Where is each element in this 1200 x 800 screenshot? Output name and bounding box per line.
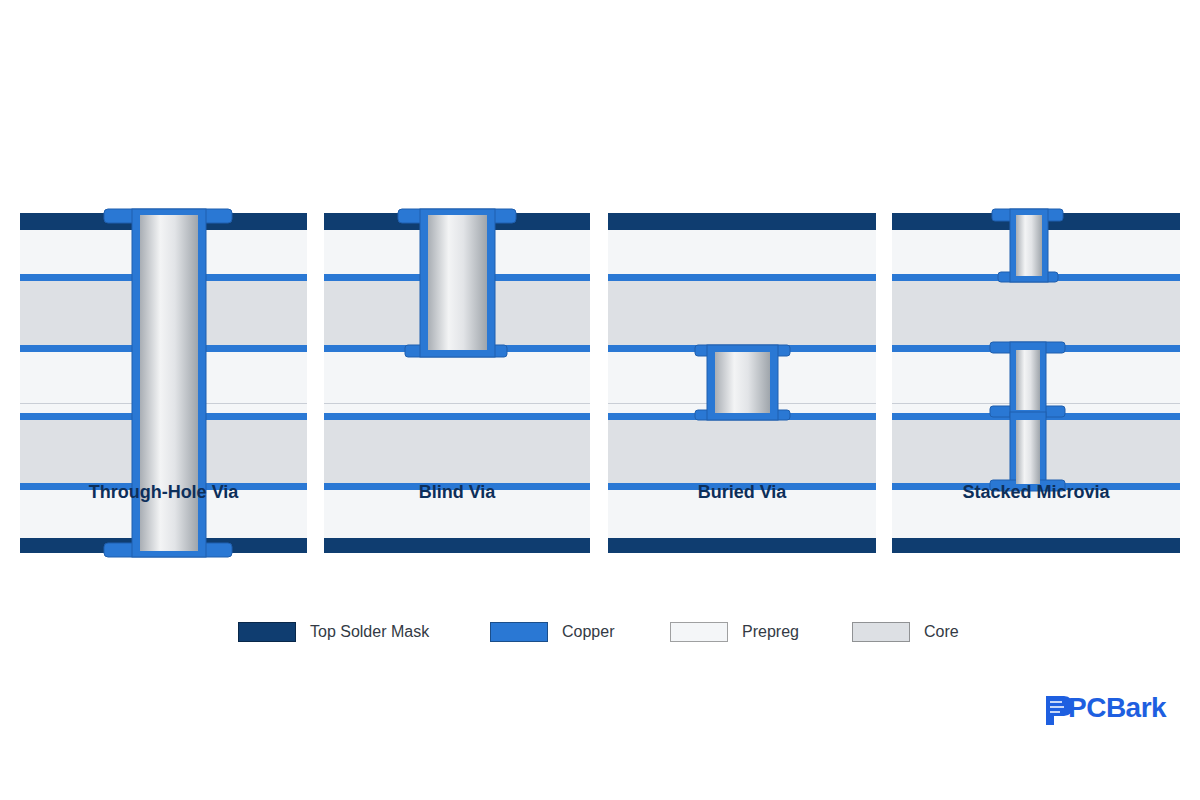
legend-swatch (238, 622, 296, 642)
via-panel: Buried Via (608, 213, 876, 553)
legend-swatch (670, 622, 728, 642)
via-panel: Blind Via (324, 213, 590, 553)
via-panel: Stacked Microvia (892, 213, 1180, 553)
legend-label: Prepreg (742, 623, 799, 641)
legend-swatch (852, 622, 910, 642)
legend-entry: Copper (490, 622, 614, 642)
legend-entry: Prepreg (670, 622, 799, 642)
panel-title: Buried Via (588, 482, 896, 503)
buried-via (695, 345, 790, 420)
via-panel: Through-Hole Via (20, 213, 307, 553)
legend-label: Top Solder Mask (310, 623, 429, 641)
legend-label: Core (924, 623, 959, 641)
panel-title: Blind Via (304, 482, 610, 503)
blind-via (398, 209, 516, 357)
legend-entry: Core (852, 622, 959, 642)
panel-title: Stacked Microvia (872, 482, 1200, 503)
through-hole-via (104, 209, 232, 557)
legend-label: Copper (562, 623, 614, 641)
stacked-microvia (990, 209, 1065, 491)
legend-swatch (490, 622, 548, 642)
panel-title: Through-Hole Via (0, 482, 327, 503)
logo-text: PCBark (1068, 692, 1166, 724)
legend-entry: Top Solder Mask (238, 622, 429, 642)
